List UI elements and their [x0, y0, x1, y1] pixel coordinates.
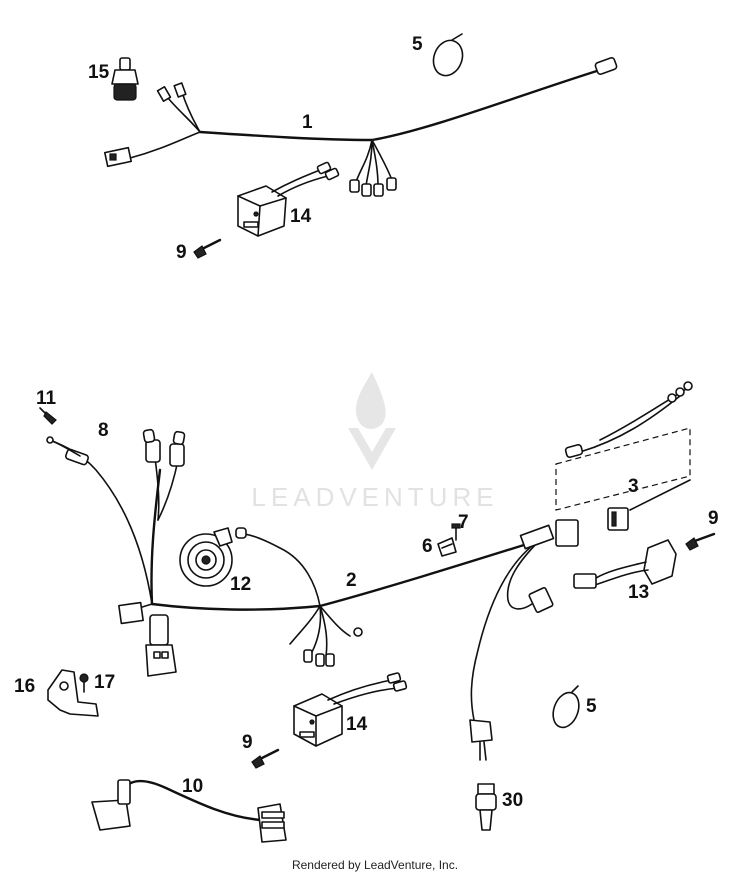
callout-3: 3	[628, 476, 639, 497]
screw-7	[451, 523, 461, 541]
callout-5-top: 5	[412, 34, 423, 55]
callout-5-bottom: 5	[586, 696, 597, 717]
callout-14-bottom: 14	[346, 714, 368, 735]
bolt-9-top	[193, 238, 222, 259]
watermark-text: LEADVENTURE	[251, 482, 498, 512]
callout-7: 7	[458, 512, 469, 533]
wire-harness-1	[104, 56, 618, 197]
sensor-30	[475, 783, 497, 831]
relay-13	[573, 539, 677, 589]
callout-9-right: 9	[708, 508, 719, 529]
sensor-wire-8	[46, 436, 81, 457]
callout-17: 17	[94, 672, 115, 693]
connector-group-3	[555, 381, 693, 531]
screw-17	[79, 673, 89, 693]
bolt-9-right	[685, 532, 716, 551]
sensor-11	[39, 407, 57, 425]
regulator-14-bottom	[293, 672, 408, 747]
clip-6	[437, 537, 457, 557]
callout-12: 12	[230, 574, 251, 595]
callout-15: 15	[88, 62, 110, 83]
cable-10	[91, 779, 287, 843]
switch-15	[111, 57, 139, 101]
callout-14-top: 14	[290, 206, 312, 227]
callout-30: 30	[502, 790, 523, 811]
callout-11: 11	[36, 388, 57, 409]
bracket-16	[47, 669, 99, 717]
regulator-14-top	[237, 161, 340, 237]
callout-13: 13	[628, 582, 649, 603]
callout-9-bottom: 9	[242, 732, 253, 753]
cable-clamp-5-bottom	[552, 685, 580, 729]
callout-9-top: 9	[176, 242, 187, 263]
callout-10: 10	[182, 776, 203, 797]
cable-clamp-5-top	[432, 33, 464, 77]
callout-6: 6	[422, 536, 433, 557]
render-credit: Rendered by LeadVenture, Inc.	[291, 858, 459, 872]
horn-12	[179, 527, 233, 587]
bolt-9-bottom	[251, 748, 280, 769]
callout-16: 16	[14, 676, 35, 697]
callout-1: 1	[302, 112, 313, 133]
callout-2: 2	[346, 570, 357, 591]
leadventure-watermark: LEADVENTURE	[251, 372, 498, 512]
wire-harness-2	[49, 428, 579, 761]
callout-8: 8	[98, 420, 109, 441]
